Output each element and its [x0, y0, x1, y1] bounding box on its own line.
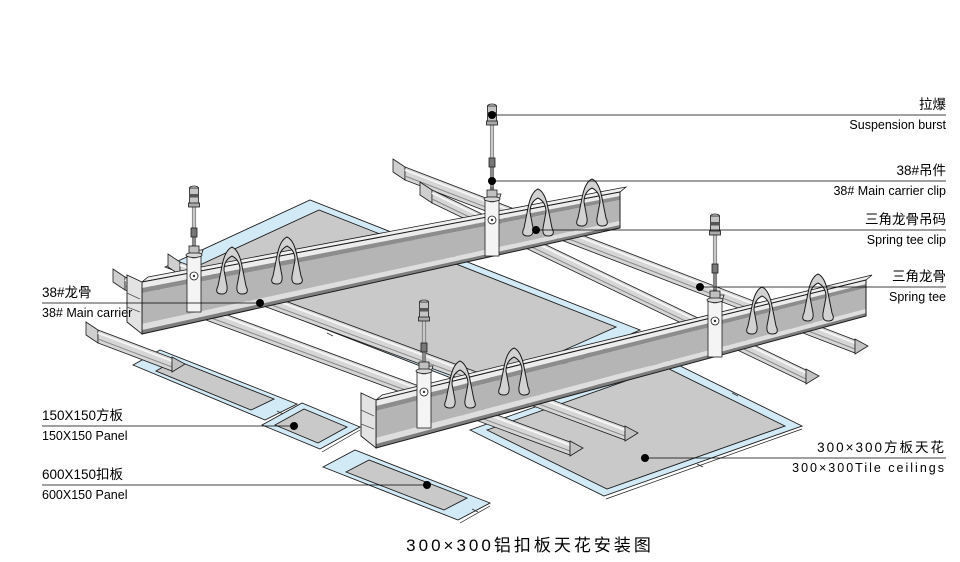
dot-main-carrier: [256, 299, 264, 307]
label-main-carrier-cn: 38#龙骨: [42, 285, 92, 300]
dot-suspension-burst: [488, 111, 496, 119]
label-suspension-burst-cn: 拉爆: [919, 97, 946, 112]
label-spring-tee-clip-en: Spring tee clip: [866, 233, 946, 247]
suspension-assembly-4: [706, 213, 725, 358]
suspension-assembly-3: [415, 299, 434, 429]
panel-large-bottom-right: [468, 359, 804, 500]
label-tile-ceiling-cn: 300×300方板天花: [817, 440, 946, 455]
label-suspension-burst-en: Suspension burst: [849, 118, 946, 132]
label-spring-tee-en: Spring tee: [889, 290, 946, 304]
main-carrier-2: [360, 274, 873, 449]
dot-main-carrier-clip: [488, 177, 496, 185]
leader-dots: [256, 111, 704, 489]
label-spring-tee-cn: 三角龙骨: [892, 269, 946, 284]
dot-tile-ceiling: [641, 454, 649, 462]
dot-spring-tee: [696, 283, 704, 291]
label-panel-150-cn: 150X150方板: [42, 408, 124, 423]
label-tile-ceiling-en: 300×300Tile ceilings: [792, 461, 946, 475]
label-main-carrier-clip-cn: 38#吊件: [896, 163, 946, 178]
diagram-title: 300×300铝扣板天花安装图: [406, 536, 654, 555]
label-panel-600-en: 600X150 Panel: [42, 488, 128, 502]
panel-strip-600: [321, 449, 492, 524]
dot-spring-tee-clip: [532, 226, 540, 234]
suspension-assembly-2: [185, 185, 204, 313]
dot-panel-600: [423, 481, 431, 489]
label-panel-150-en: 150X150 Panel: [42, 429, 128, 443]
label-spring-tee-clip-cn: 三角龙骨吊码: [865, 212, 946, 227]
panel-square-150: [260, 402, 362, 453]
spring-tee-short: [85, 321, 186, 373]
label-panel-600-cn: 600X150扣板: [42, 467, 124, 482]
leader-lines: [42, 114, 946, 486]
dot-panel-150: [290, 422, 298, 430]
label-main-carrier-clip-en: 38# Main carrier clip: [833, 184, 946, 198]
label-main-carrier-en: 38# Main carrier: [42, 306, 133, 320]
